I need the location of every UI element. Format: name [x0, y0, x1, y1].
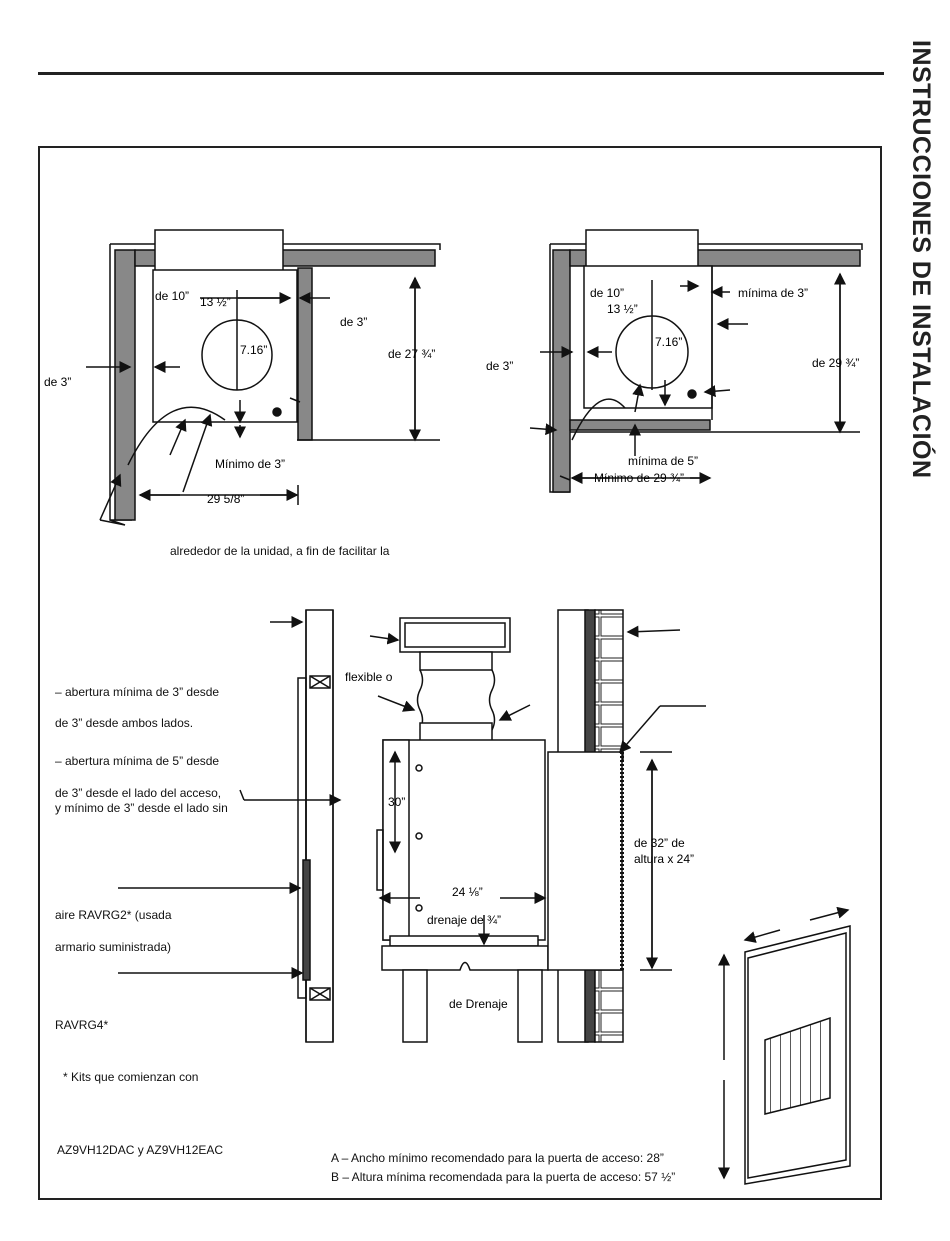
header-rule: [38, 72, 884, 75]
label-24: 24 ⅛”: [452, 885, 483, 899]
clearance-line-1: – abertura mínima de 3” desde: [55, 685, 220, 699]
kit-line-b: armario suministrada): [55, 940, 172, 954]
label-716-left: 7.16”: [240, 343, 267, 357]
label-2958: 29 5/8”: [207, 492, 244, 506]
closet-plan-right: [529, 229, 863, 493]
label-minimo29: Mínimo de 29 ¾”: [594, 471, 684, 485]
label-de3-right: de 3”: [486, 359, 513, 373]
label-de3-left-left: de 3”: [44, 375, 71, 389]
wall-cutaway-right: [547, 609, 706, 1043]
label-30: 30”: [388, 795, 405, 809]
caption-text: alrededor de la unidad, a fin de facilit…: [170, 544, 390, 558]
clearance-line-4a: de 3” desde el lado del acceso,: [55, 786, 222, 800]
label-flexible: flexible o: [345, 670, 393, 684]
label-de10-right: de 10”: [590, 286, 624, 300]
label-de27: de 27 ¾”: [388, 347, 435, 361]
door-note-a: A – Ancho mínimo recomendado para la pue…: [331, 1151, 664, 1165]
air-handler-unit: [369, 617, 549, 1043]
clearance-line-2: de 3” desde ambos lados.: [55, 716, 194, 730]
label-minima3: mínima de 3”: [738, 286, 808, 300]
label-de10-left: de 10”: [155, 289, 189, 303]
label-13-left: 13 ½”: [200, 295, 231, 309]
label-grille-b: altura x 24”: [634, 852, 694, 866]
clearance-line-3: – abertura mínima de 5” desde: [55, 754, 220, 768]
model-numbers: AZ9VH12DAC y AZ9VH12EAC: [57, 1143, 224, 1157]
kit-line-c: RAVRG4*: [55, 1018, 109, 1032]
label-de3-right-left: de 3”: [340, 315, 367, 329]
label-minimo3: Mínimo de 3”: [215, 457, 285, 471]
access-door: [718, 906, 851, 1185]
label-drain34: drenaje de ¾”: [427, 913, 501, 927]
kit-line-a: aire RAVRG2* (usada: [55, 908, 172, 922]
label-de29: de 29 ¾”: [812, 356, 859, 370]
label-13-right: 13 ½”: [607, 302, 638, 316]
door-note-b: B – Altura mínima recomendada para la pu…: [331, 1170, 676, 1184]
label-grille-a: de 32” de: [634, 836, 685, 850]
label-drain: de Drenaje: [449, 997, 508, 1011]
label-716-right: 7.16”: [655, 335, 682, 349]
kits-note: * Kits que comienzan con: [63, 1070, 199, 1084]
section-title: INSTRUCCIONES DE INSTALACIÓN: [907, 40, 935, 479]
label-minima5: mínima de 5”: [628, 454, 698, 468]
closet-plan-left: [86, 229, 441, 526]
wall-section: [118, 609, 342, 1043]
figure-frame: [38, 146, 882, 1200]
clearance-line-4b: y mínimo de 3” desde el lado sin: [55, 801, 228, 815]
